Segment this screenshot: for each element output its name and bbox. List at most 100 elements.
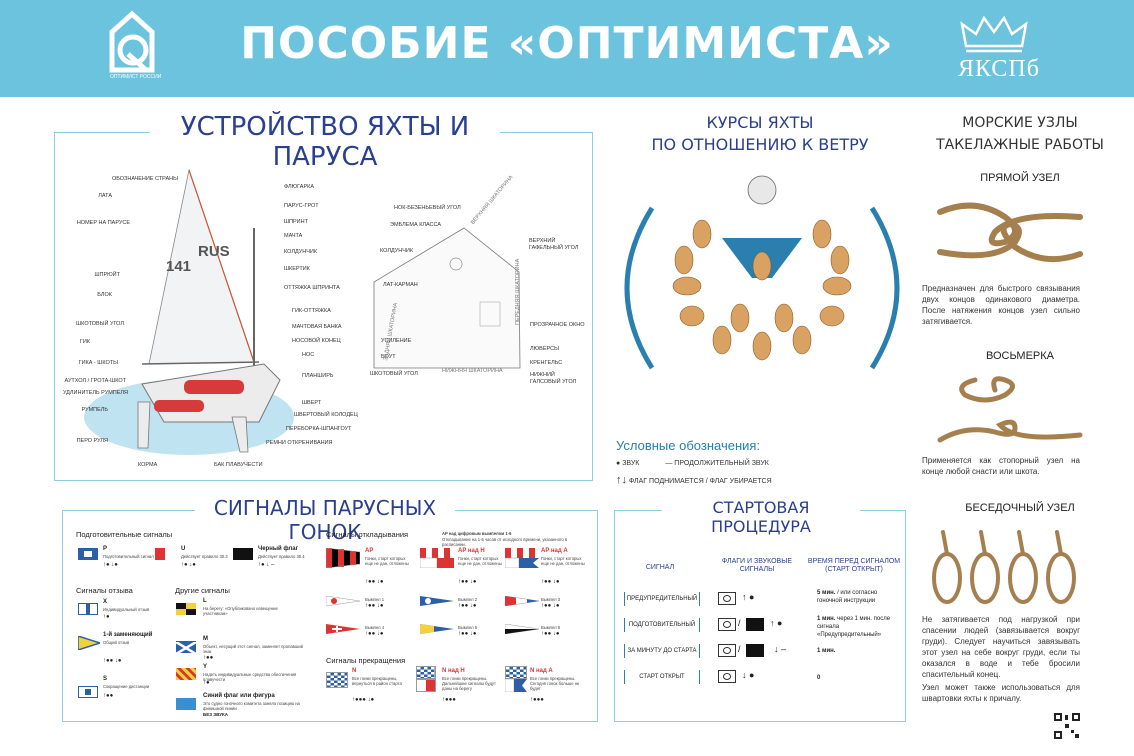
boat-icons xyxy=(672,219,852,361)
flag-blue-code: Синий флаг или фигура xyxy=(203,693,275,699)
start-row-preparatory-time-note: через 1 мин. после сигнала «Предупредите… xyxy=(817,616,891,638)
start-col-time: ВРЕМЯ ПЕРЕД СИГНАЛОМ (СТАРТ ОТКРЫТ) xyxy=(807,558,901,573)
boat-icon xyxy=(830,245,850,275)
postpone-signals-heading: Сигналы откладывания xyxy=(326,530,409,539)
flag-n-a-desc: Все гонки прекращены. Сегодня гонок боль… xyxy=(530,676,580,691)
abandon-signals-heading: Сигналы прекращения xyxy=(326,656,406,665)
logo-left-text: ОПТИМИСТ РОССИИ xyxy=(110,74,162,80)
start-row-one-minute-sound: ↓ – xyxy=(774,644,787,654)
flag-x-code: X xyxy=(103,599,108,605)
label-sail-clew: ШКОТОВЫЙ УГОЛ xyxy=(370,371,418,377)
start-row-preparatory-time: 1 мин. через 1 мин. после сигнала «Преду… xyxy=(817,615,903,639)
boat-icon xyxy=(679,305,705,327)
label-batten: ЛАТА xyxy=(98,193,112,199)
start-row-start-time: 0 xyxy=(817,675,821,681)
start-row-warning-time: 5 мин. / или согласно гоночной инструкци… xyxy=(817,589,901,605)
flag-l-icon xyxy=(176,603,196,615)
flag-n-a-code: N над A xyxy=(530,668,553,674)
label-mainsail: ПАРУС-ГРОТ xyxy=(284,203,319,209)
label-burgee: ФЛЮГАРКА xyxy=(284,184,314,190)
flag-n-a-icon xyxy=(505,666,527,692)
flag-n-h-sound: ↑●●● xyxy=(442,697,456,703)
label-class-emblem: ЭМБЛЕМА КЛАССА xyxy=(390,222,442,228)
knot-figure-eight-desc: Применяется как стопорный узел на конце … xyxy=(922,456,1080,476)
pennant-3-sound: ↑●● ↓● xyxy=(541,603,560,609)
pennant-2-sound: ↑●● ↓● xyxy=(458,603,477,609)
label-sprit: ШПРИНТ xyxy=(284,219,308,225)
start-row-warning-time-note: / или согласно гоночной инструкции xyxy=(817,590,878,604)
logo-right-text: ЯКСПб xyxy=(958,56,1040,82)
sprit-line xyxy=(188,169,255,363)
flag-u-icon xyxy=(155,548,175,560)
courses-title: КУРСЫ ЯХТЫ ПО ОТНОШЕНИЮ К ВЕТРУ xyxy=(640,112,880,156)
flag-y-sound: ↑● xyxy=(203,680,210,686)
label-hiking-straps: РЕМНИ ОТКРЕНИВАНИЯ xyxy=(266,440,333,446)
flag-m-code: M xyxy=(203,636,208,642)
flag-ap-h-desc: Гонки, старт которых еще не дан, отложен… xyxy=(458,556,502,566)
label-stern: КОРМА xyxy=(138,462,158,468)
start-row-start-sound: ↓ ● xyxy=(742,670,755,680)
label-vang: ГИК-ОТТЯЖКА xyxy=(292,308,331,314)
left-arc-shape xyxy=(624,206,655,370)
flag-ap-a-desc: Гонки, старт которых еще не дан, отложен… xyxy=(541,556,585,566)
page-title: ПОСОБИЕ «ОПТИМИСТА» xyxy=(240,18,894,69)
postpone-sub: Откладывание на 1-6 часов от исходного в… xyxy=(442,537,568,547)
boat-icon xyxy=(752,331,772,361)
flag-m-icon xyxy=(175,640,197,656)
legend-long-sound-label: ПРОДОЛЖИТЕЛЬНЫЙ ЗВУК xyxy=(674,460,769,467)
knots-title-line2: ТАКЕЛАЖНЫЕ РАБОТЫ xyxy=(936,137,1104,153)
flag-ap-a-sound: ↑●● ↓● xyxy=(541,579,560,585)
label-peak: НОК-БЕЗЕНЬЕВЫЙ УГОЛ xyxy=(394,205,461,211)
first-substitute-desc: Общий отзыв xyxy=(103,640,130,645)
rudder-shape xyxy=(137,401,151,449)
signals-title: СИГНАЛЫ ПАРУСНЫХ ГОНОК xyxy=(195,496,455,544)
knot-figure-eight-name: ВОСЬМЕРКА xyxy=(985,350,1055,362)
label-daggerboard: ШВЕРТ xyxy=(302,400,322,406)
pennant-4-label: Вымпел 4 xyxy=(365,625,385,630)
pennant-6-icon xyxy=(505,624,539,634)
pennant-1-icon xyxy=(326,596,360,606)
label-clew: ШКОТОВЫЙ УГОЛ xyxy=(76,321,124,327)
flag-n-h-code: N над H xyxy=(442,668,465,674)
flag-ap-icon xyxy=(326,548,360,568)
knot-bowline-name: БЕСЕДОЧНЫЙ УЗЕЛ xyxy=(965,502,1075,514)
label-country-mark: ОБОЗНАЧЕНИЕ СТРАНЫ xyxy=(111,176,178,182)
flag-n-a-sound: ↑●●● xyxy=(530,697,544,703)
boat-icon xyxy=(822,276,852,296)
label-bow-line: НОСОВОЙ КОНЕЦ xyxy=(292,338,341,344)
label-bow: НОС xyxy=(302,352,315,358)
label-clear-window: ПРОЗРАЧНОЕ ОКНО xyxy=(530,322,585,328)
flag-x-icon xyxy=(78,603,98,615)
pennant-4-icon xyxy=(326,624,360,634)
pennant-1-label: Вымпел 1 xyxy=(365,597,385,602)
pennant-3-icon xyxy=(505,596,539,606)
label-tiller: РУМПЕЛЬ xyxy=(81,407,108,413)
start-procedure-title: СТАРТОВАЯ ПРОЦЕДУРА xyxy=(662,498,860,536)
boat-icon xyxy=(812,219,832,249)
label-bulkhead: ПЕРЕБОРКА-ШПАНГОУТ xyxy=(286,426,352,432)
label-mast: МАЧТА xyxy=(284,233,303,239)
prep-flag-icon xyxy=(746,618,764,631)
flag-n-h-desc: Все гонки прекращены. Дальнейшие сигналы… xyxy=(442,676,496,691)
pennant-3-label: Вымпел 3 xyxy=(541,597,561,602)
dot-icon: ● xyxy=(616,460,621,467)
label-upper-corner: ВЕРХНИЙ ГАФЕЛЬНЫЙ УГОЛ xyxy=(529,238,579,251)
boat-icon xyxy=(712,325,732,355)
flag-m-desc: Объект, несущий этот сигнал, заменяет пр… xyxy=(203,644,303,654)
knot-bowline-desc: Не затягивается под нагрузкой при спасен… xyxy=(922,615,1080,679)
prep-signals-heading: Подготовительные сигналы xyxy=(76,530,173,539)
sail-country-text: RUS xyxy=(198,243,230,260)
flag-y-icon xyxy=(176,668,196,680)
label-rudder-blade: ПЕРО РУЛЯ xyxy=(76,438,108,444)
flag-black-sound: ↑● ↓ – xyxy=(258,562,275,568)
flag-x-sound: ↑● xyxy=(103,614,110,620)
daggerboard-shape xyxy=(231,416,249,453)
legend-flag-label: ФЛАГ ПОДНИМАЕТСЯ / ФЛАГ УБИРАЕТСЯ xyxy=(628,478,772,485)
flag-s-sound: ↑●● xyxy=(103,693,114,699)
bowline-knot-icon xyxy=(932,530,1076,604)
first-substitute-sound: ↑●● ↓● xyxy=(103,658,122,664)
label-sail-number: НОМЕР НА ПАРУСЕ xyxy=(76,220,130,226)
start-row-warning-sound: ↑ ● xyxy=(742,592,755,602)
label-bolt-rope: БОУТ xyxy=(381,354,396,360)
flag-ap-h-sound: ↑●● ↓● xyxy=(458,579,477,585)
